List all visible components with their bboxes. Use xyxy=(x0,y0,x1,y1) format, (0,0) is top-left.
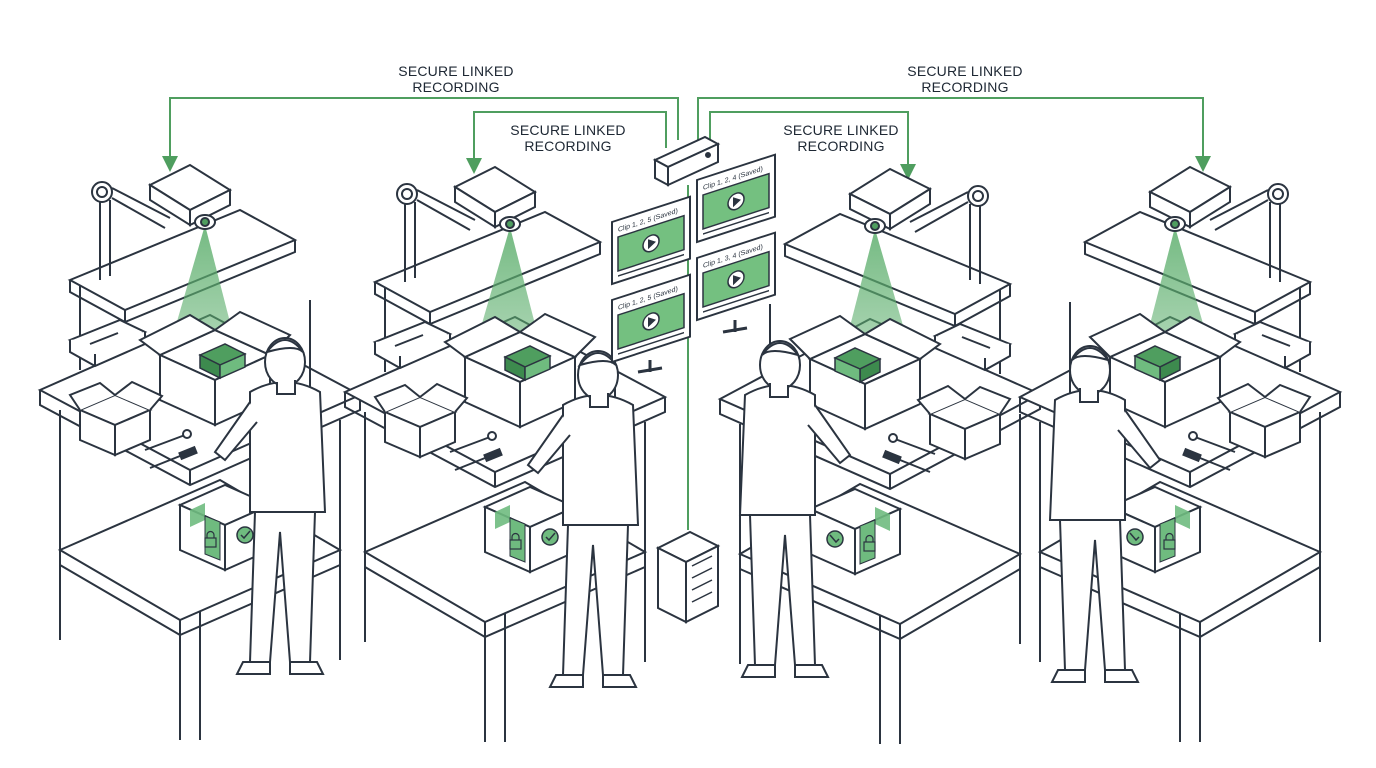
secure-linked-recording-label: SECURE LINKED RECORDING xyxy=(741,122,941,154)
label-line-1: SECURE LINKED xyxy=(783,122,899,138)
progress-bar xyxy=(618,253,684,277)
progress-bar xyxy=(703,289,769,313)
label-line-1: SECURE LINKED xyxy=(907,63,1023,79)
secure-linked-recording-label: SECURE LINKED RECORDING xyxy=(468,122,668,154)
progress-bar xyxy=(703,211,769,235)
monitor-4: Clip 1, 3, 4 (Saved) xyxy=(696,231,776,322)
control-box-icon xyxy=(652,135,721,187)
label-line-1: SECURE LINKED xyxy=(510,122,626,138)
secure-linked-recording-label: SECURE LINKED RECORDING xyxy=(865,63,1065,95)
label-line-1: SECURE LINKED xyxy=(398,63,514,79)
label-line-2: RECORDING xyxy=(921,79,1009,95)
secure-linked-recording-label: SECURE LINKED RECORDING xyxy=(356,63,556,95)
label-line-2: RECORDING xyxy=(412,79,500,95)
server-icon xyxy=(655,530,721,624)
monitor-3: Clip 1, 2, 5 (Saved) xyxy=(611,273,691,364)
progress-bar xyxy=(618,331,684,355)
label-line-2: RECORDING xyxy=(524,138,612,154)
monitor-1: Clip 1, 2, 5 (Saved) xyxy=(611,195,691,286)
label-line-2: RECORDING xyxy=(797,138,885,154)
monitor-wall: Clip 1, 2, 5 (Saved)Clip 1, 2, 4 (Saved)… xyxy=(611,153,776,374)
monitor-2: Clip 1, 2, 4 (Saved) xyxy=(696,153,776,244)
